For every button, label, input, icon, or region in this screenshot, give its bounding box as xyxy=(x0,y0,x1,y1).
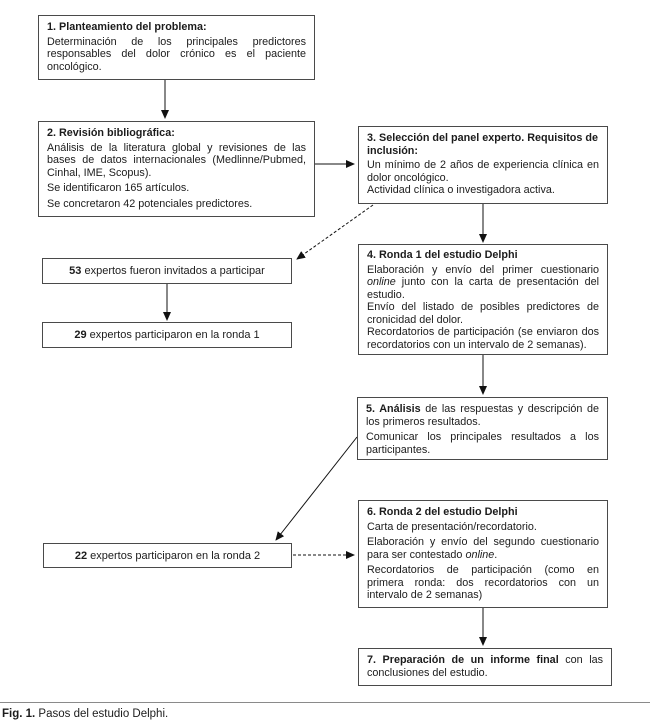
step-7-paragraph: 7. Preparación de un informe final con l… xyxy=(367,654,603,679)
invited-experts-box: 53 expertos fueron invitados a participa… xyxy=(42,258,292,284)
step-3-box: 3. Selección del panel experto. Requisit… xyxy=(358,126,608,204)
step-5-p1-rest: de las respuestas y descripción de los p… xyxy=(366,403,599,428)
step-3-paragraph-1: Un mínimo de 2 años de experiencia clíni… xyxy=(367,159,599,184)
step-6-title: 6. Ronda 2 del estudio Delphi xyxy=(367,506,518,518)
invited-experts-text: expertos fueron invitados a participar xyxy=(81,265,265,277)
step-6-paragraph-1: Carta de presentación/recordatorio. xyxy=(367,520,537,533)
step-2-paragraph-3: Se concretaron 42 potenciales predictore… xyxy=(47,197,253,210)
step-2-paragraph-1: Análisis de la literatura global y revis… xyxy=(47,141,306,179)
round2-participants-label: 22 expertos participaron en la ronda 2 xyxy=(75,550,260,562)
step-1-title: 1. Planteamiento del problema: xyxy=(47,21,207,33)
step-4-box: 4. Ronda 1 del estudio Delphi Elaboració… xyxy=(358,244,608,355)
caption-divider xyxy=(0,702,650,703)
step-6-p2-end: . xyxy=(494,548,498,561)
step-6-paragraph-2: Elaboración y envío del segundo cuestion… xyxy=(367,536,599,561)
step-5-title: 5. Análisis xyxy=(366,403,421,415)
step-3-paragraph-2: Actividad clínica o investigadora activa… xyxy=(367,184,555,196)
step-6-p2-start: Elaboración y envío del segundo cuestion… xyxy=(367,536,599,561)
round2-participants-box: 22 expertos participaron en la ronda 2 xyxy=(43,543,292,568)
figure-caption-text: Pasos del estudio Delphi. xyxy=(35,708,169,720)
round2-participants-text: expertos participaron en la ronda 2 xyxy=(87,549,261,562)
invited-experts-label: 53 expertos fueron invitados a participa… xyxy=(69,265,265,277)
step-4-title: 4. Ronda 1 del estudio Delphi xyxy=(367,249,518,261)
step-6-p2-italic: online xyxy=(465,548,495,561)
step-4-p1-end: junto con la carta de presentación del e… xyxy=(367,276,599,301)
round1-participants-count: 29 xyxy=(74,329,87,341)
step-1-body: Determinación de los principales predict… xyxy=(47,35,306,73)
figure-caption: Fig. 1. Pasos del estudio Delphi. xyxy=(2,707,168,721)
step-2-paragraph-2: Se identificaron 165 artículos. xyxy=(47,182,190,194)
step-2-title: 2. Revisión bibliográfica: xyxy=(47,127,175,139)
step-5-paragraph-1: 5. Análisis de las respuestas y descripc… xyxy=(366,403,599,428)
step-5-box: 5. Análisis de las respuestas y descripc… xyxy=(357,397,608,460)
step-4-paragraph-1: Elaboración y envío del primer cuestiona… xyxy=(367,264,599,302)
round1-participants-label: 29 expertos participaron en la ronda 1 xyxy=(74,329,259,341)
step-4-paragraph-3: Recordatorios de participación (se envia… xyxy=(367,326,599,351)
step-4-p1-start: Elaboración y envío del primer cuestiona… xyxy=(367,263,599,276)
step-1-box: 1. Planteamiento del problema: Determina… xyxy=(38,15,315,80)
step-7-rest: con las conclusiones del estudio. xyxy=(367,654,603,679)
step-7-box: 7. Preparación de un informe final con l… xyxy=(358,648,612,686)
round1-participants-text: expertos participaron en la ronda 1 xyxy=(86,329,260,341)
step-7-title: 7. Preparación de un informe final xyxy=(367,654,559,666)
step-5-paragraph-2: Comunicar los principales resultados a l… xyxy=(366,431,599,456)
step-3-title: 3. Selección del panel experto. Requisit… xyxy=(367,132,599,157)
step-4-paragraph-2: Envío del listado de posibles predictore… xyxy=(367,301,599,326)
round2-participants-count: 22 xyxy=(74,549,88,562)
invited-experts-count: 53 xyxy=(69,265,82,277)
step-2-box: 2. Revisión bibliográfica: Análisis de l… xyxy=(38,121,315,217)
step-4-p1-italic: online xyxy=(367,276,396,288)
step-6-box: 6. Ronda 2 del estudio Delphi Carta de p… xyxy=(358,500,608,608)
figure-caption-label: Fig. 1. xyxy=(2,708,36,720)
step-6-paragraph-3: Recordatorios de participación (como en … xyxy=(367,564,599,601)
round1-participants-box: 29 expertos participaron en la ronda 1 xyxy=(42,322,292,348)
arrow-step5-to-round2 xyxy=(275,436,358,541)
